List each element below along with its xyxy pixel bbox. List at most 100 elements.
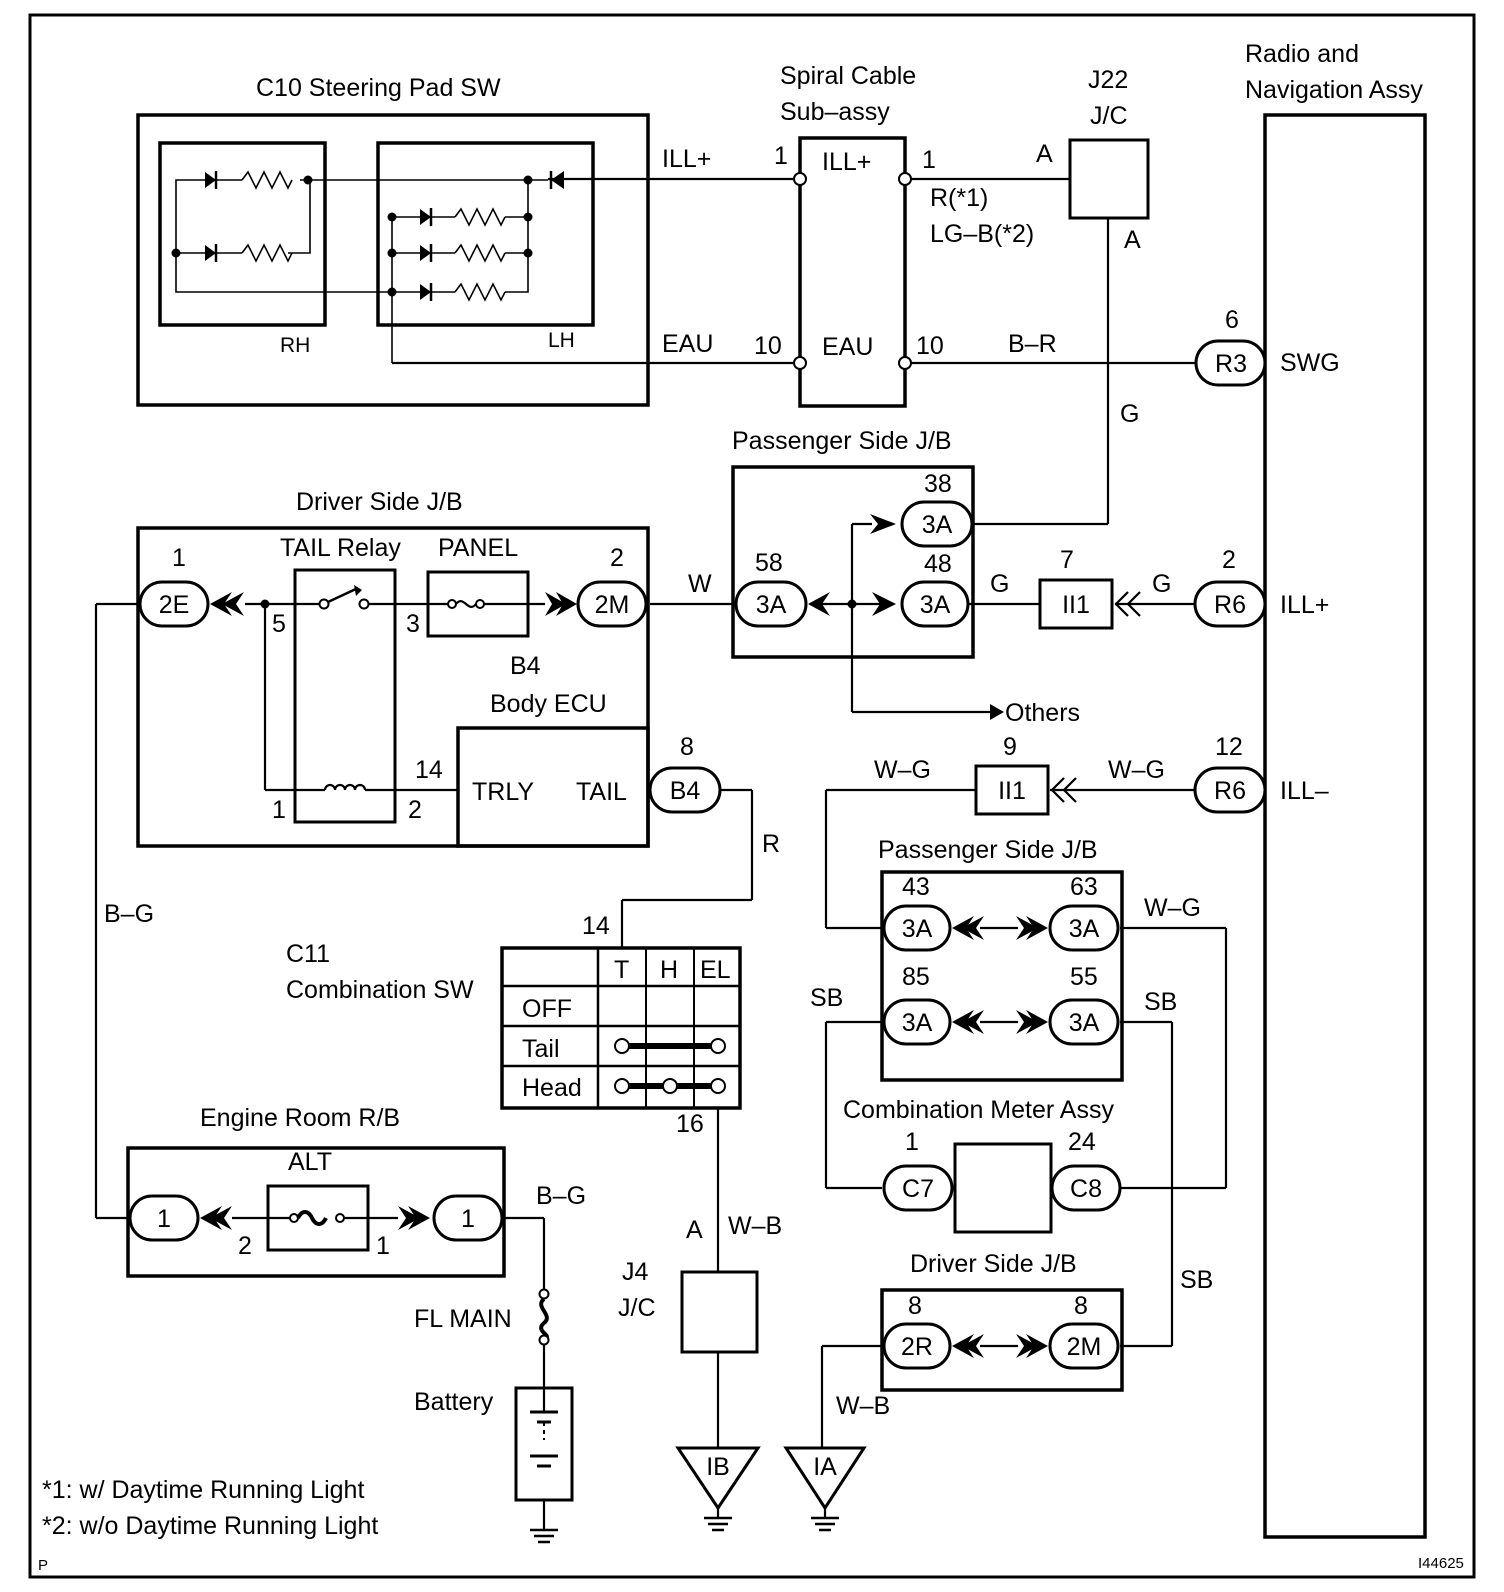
- dj-2m-bottom-connector: 2M: [1067, 1333, 1102, 1361]
- spiral-pin-r1: 1: [922, 146, 936, 174]
- radio-title-2: Navigation Assy: [1245, 76, 1423, 104]
- dj-2r-connector: 2R: [901, 1333, 933, 1361]
- tail-relay-label: TAIL Relay: [280, 534, 401, 562]
- pj-38-connector: 3A: [922, 511, 953, 539]
- wire-w-b-ia: W–B: [836, 1392, 890, 1420]
- radio-pin-ill-plus: ILL+: [1280, 591, 1329, 619]
- wire-b-g-left: B–G: [104, 900, 154, 928]
- pb-55-connector: 3A: [1069, 1009, 1100, 1037]
- connector-ii1-top: II1 7: [1038, 546, 1141, 630]
- spiral-eau-label: EAU: [822, 333, 873, 361]
- radio-title-1: Radio and: [1245, 40, 1359, 68]
- spiral-ill-label: ILL+: [822, 148, 871, 176]
- dj-2m-connector: 2M: [595, 591, 630, 619]
- body-ecu-pin-14: 14: [415, 756, 443, 784]
- ground-ia: IA: [783, 1446, 867, 1532]
- connector-ii1-bottom: II1 9: [974, 733, 1077, 816]
- note-2: *2: w/o Daytime Running Light: [42, 1512, 378, 1540]
- radio-pin-swg: SWG: [1280, 349, 1340, 377]
- wire-r-note1: R(*1): [930, 184, 988, 212]
- pb-85-pin: 85: [902, 963, 930, 991]
- spiral-pin-l10: 10: [754, 332, 782, 360]
- comb-sw-row-head: Head: [522, 1074, 582, 1102]
- er-right-connector: 1: [461, 1205, 475, 1233]
- wire-w-b-ib: W–B: [728, 1212, 782, 1240]
- comb-sw-row-off: OFF: [522, 995, 572, 1023]
- comb-sw-pin-16: 16: [676, 1110, 704, 1138]
- combination-switch: C11 Combination SW T H EL OFF Tail Head …: [286, 912, 742, 1138]
- pj-38-pin: 38: [924, 470, 952, 498]
- connector-r3: R3 6: [1194, 306, 1267, 387]
- relay-pin-1: 1: [272, 796, 286, 824]
- connector-r6-bottom: R6 12: [1193, 733, 1267, 814]
- spiral-cable-title-1: Spiral Cable: [780, 62, 916, 90]
- body-ecu-trly: TRLY: [472, 778, 534, 806]
- comb-sw-col-el: EL: [700, 956, 731, 984]
- driver-jb-top: Driver Side J/B 2E 1 2M 2 TAIL Relay 5 3…: [136, 488, 650, 848]
- body-ecu-label-1: B4: [510, 652, 541, 680]
- fl-main-label: FL MAIN: [414, 1305, 512, 1333]
- radio-navigation-assy: Radio and Navigation Assy SWG ILL+ ILL–: [1245, 40, 1427, 1539]
- j22-pin-a-bottom: A: [1124, 226, 1141, 254]
- wire-g-1: G: [990, 570, 1009, 598]
- svg-text:R6: R6: [1214, 591, 1246, 619]
- radio-pin-ill-minus: ILL–: [1280, 777, 1329, 805]
- connector-b4: B4 8: [648, 733, 722, 814]
- steering-pad-title: C10 Steering Pad SW: [256, 74, 501, 102]
- dj-2r-pin: 8: [908, 1292, 922, 1320]
- ground-ib: IB: [675, 1446, 761, 1532]
- svg-text:B4: B4: [670, 777, 701, 805]
- j22-junction-connector: J22 J/C A A: [1036, 66, 1150, 254]
- pb-43-connector: 3A: [902, 915, 933, 943]
- pj-48-connector: 3A: [920, 591, 951, 619]
- body-ecu-label-2: Body ECU: [490, 690, 607, 718]
- figure-id: I44625: [1418, 1555, 1464, 1572]
- alt-pin-1: 1: [376, 1232, 390, 1260]
- note-1: *1: w/ Daytime Running Light: [42, 1476, 364, 1504]
- rh-label: RH: [280, 334, 310, 357]
- panel-fuse-label: PANEL: [438, 534, 518, 562]
- passenger-jb-top: Passenger Side J/B 3A 38 3A 58 3A 48: [731, 427, 1004, 720]
- outer-frame: [28, 13, 1476, 1579]
- spiral-cable-title-2: Sub–assy: [780, 98, 890, 126]
- pin-r3: 6: [1225, 306, 1239, 334]
- wire-sb-1: SB: [810, 984, 843, 1012]
- j4-junction-connector: J4 J/C A: [618, 1216, 759, 1354]
- connector-c8: C8: [1070, 1175, 1102, 1203]
- j4-pin-a: A: [686, 1216, 703, 1244]
- pin-r6-top: 2: [1222, 546, 1236, 574]
- pin-c8: 24: [1068, 1128, 1096, 1156]
- comb-sw-row-tail: Tail: [522, 1035, 560, 1063]
- driver-jb-top-title: Driver Side J/B: [296, 488, 463, 516]
- pin-c7: 1: [905, 1128, 919, 1156]
- wire-b-g-right: B–G: [536, 1182, 586, 1210]
- j22-title-2: J/C: [1090, 102, 1128, 130]
- pb-55-pin: 55: [1070, 963, 1098, 991]
- pb-85-connector: 3A: [902, 1009, 933, 1037]
- relay-pin-5: 5: [272, 610, 286, 638]
- dj-2m-bottom-pin: 8: [1074, 1292, 1088, 1320]
- wire-sb-2: SB: [1144, 988, 1177, 1016]
- dj-2e-pin: 1: [172, 544, 186, 572]
- wire-ill-plus-left: ILL+: [662, 145, 711, 173]
- spiral-pin-l1: 1: [774, 142, 788, 170]
- connector-c7: C7: [902, 1175, 934, 1203]
- engine-rb-title: Engine Room R/B: [200, 1104, 400, 1132]
- steering-pad-switch: C10 Steering Pad SW RH LH: [136, 74, 650, 407]
- corner-left-mark: P: [38, 1557, 48, 1574]
- fl-main-fusible-link: FL MAIN: [414, 1288, 550, 1346]
- wire-w-g-3: W–G: [1144, 894, 1201, 922]
- svg-text:II1: II1: [998, 777, 1026, 805]
- wire-lg-b-note2: LG–B(*2): [930, 220, 1034, 248]
- engine-room-relay-block: Engine Room R/B 1 1 ALT 2 1: [126, 1104, 506, 1278]
- pin-b4: 8: [680, 733, 694, 761]
- wire-sb-3: SB: [1180, 1266, 1213, 1294]
- pj-58-connector: 3A: [756, 591, 787, 619]
- body-ecu-tail: TAIL: [576, 778, 627, 806]
- comb-sw-pin-14: 14: [582, 912, 610, 940]
- comb-sw-col-t: T: [614, 956, 629, 984]
- wire-g-2: G: [1152, 570, 1171, 598]
- pin-ii1-bottom: 9: [1003, 733, 1017, 761]
- wire-b-r: B–R: [1008, 330, 1057, 358]
- svg-text:R6: R6: [1214, 777, 1246, 805]
